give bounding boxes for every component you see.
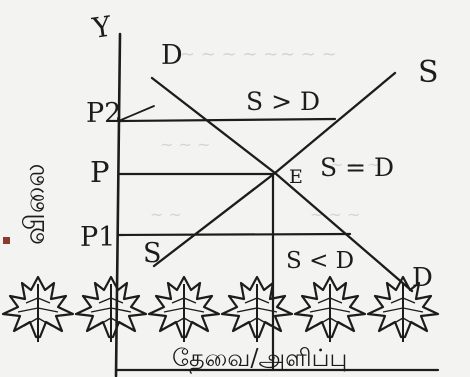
p2-label: P2	[86, 98, 121, 129]
p-label: P	[90, 155, 110, 189]
maple-leaf-icon	[220, 275, 294, 344]
svg-text:~ ~ ~: ~ ~ ~	[280, 44, 337, 65]
maple-leaf-icon	[74, 275, 148, 344]
maple-leaf-border	[1, 275, 440, 344]
svg-text:~ ~ ~: ~ ~ ~	[160, 135, 210, 154]
supply-bottom-label: S	[143, 238, 162, 269]
axes	[114, 32, 440, 377]
p2-tick	[120, 105, 155, 121]
price-guides	[116, 105, 352, 372]
svg-text:~ ~ ~ ~ ~: ~ ~ ~ ~ ~	[180, 44, 278, 65]
svg-text:~ ~ ~: ~ ~ ~	[330, 155, 380, 174]
surplus-text: S > D	[246, 87, 320, 116]
y-axis-label: விலை	[18, 163, 51, 245]
equilibrium-label: E	[289, 166, 303, 188]
supply-top-label: S	[418, 55, 439, 90]
demand-bottom-label: D	[412, 263, 433, 293]
bullet-marker	[3, 237, 10, 244]
x-axis-label: தேவை/அளிப்பு	[172, 344, 347, 374]
diagram-labels: Y D S P2 P P1 S > D E S = D S < D S D வி…	[18, 10, 439, 374]
p1-label: P1	[80, 222, 115, 253]
background-bleed: ~ ~ ~ ~ ~ ~ ~ ~ ~ ~ ~ ~ ~ ~ ~ ~ ~ ~ ~	[150, 44, 380, 224]
y-axis-top-label: Y	[89, 10, 113, 45]
p1-line	[116, 232, 352, 237]
svg-text:~ ~: ~ ~	[150, 205, 182, 224]
p2-line	[118, 117, 337, 123]
demand-top-label: D	[161, 40, 183, 71]
shortage-text: S < D	[286, 248, 354, 274]
maple-leaf-icon	[147, 275, 221, 344]
y-axis-line	[114, 32, 122, 377]
maple-leaf-icon	[1, 275, 75, 344]
svg-text:~ ~ ~: ~ ~ ~	[310, 205, 360, 224]
equilibrium-text: S = D	[320, 153, 394, 182]
maple-leaf-icon	[293, 275, 367, 344]
